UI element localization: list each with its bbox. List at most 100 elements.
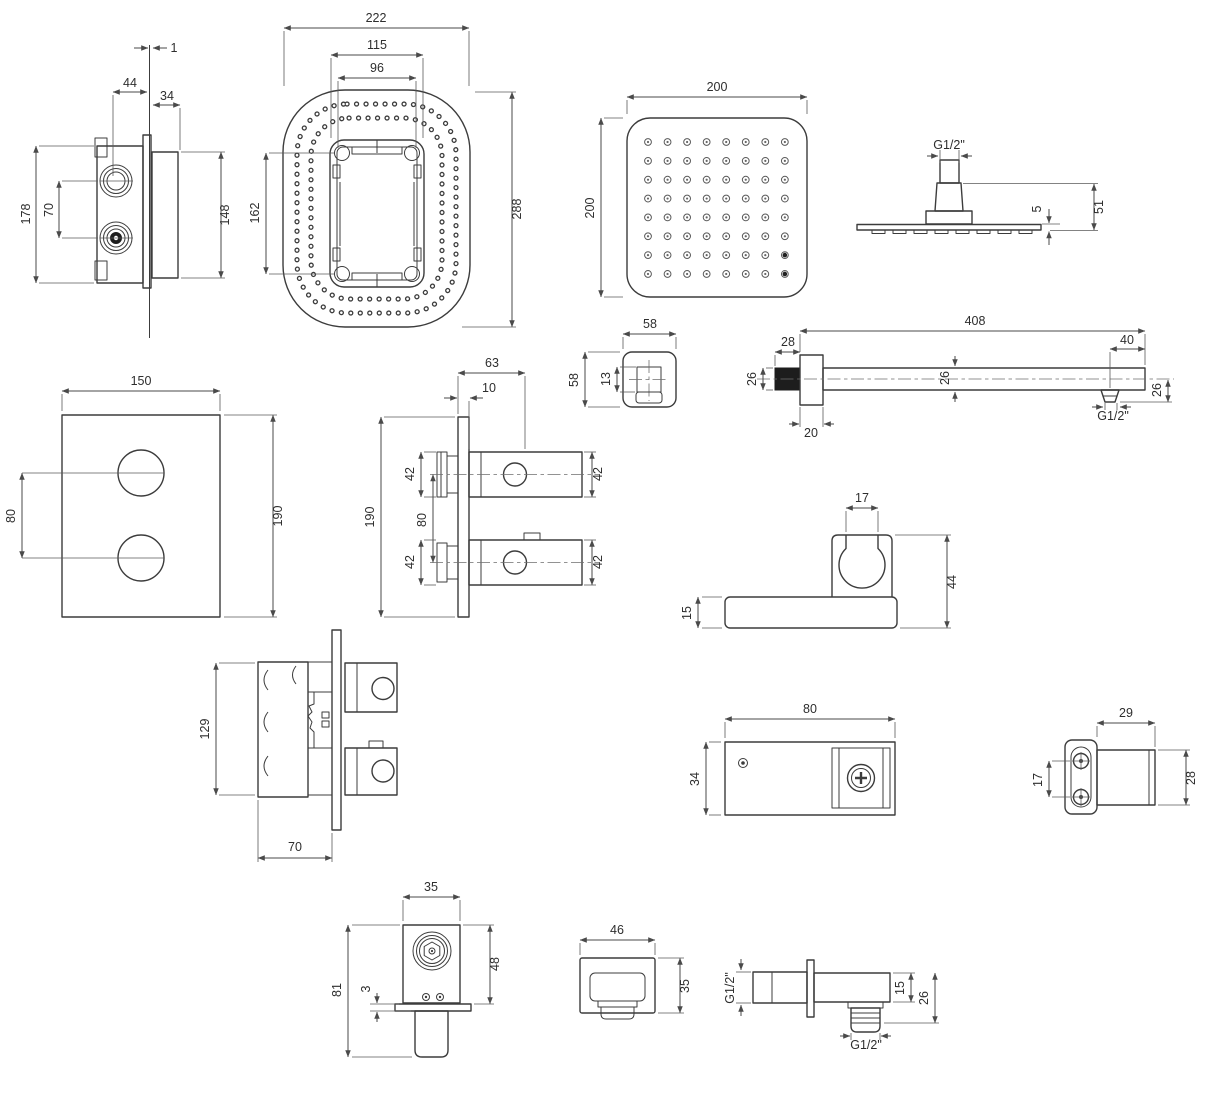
dim-overall-height: 178 bbox=[19, 204, 33, 225]
trim-side-plate bbox=[457, 416, 470, 618]
arm-outlet bbox=[1100, 389, 1120, 403]
dim-frame-width: 115 bbox=[367, 38, 387, 52]
dim-bracket-side-height: 28 bbox=[1184, 771, 1198, 785]
dim-trim-side-plate-thickness: 10 bbox=[482, 381, 496, 395]
dim-lower-handle-left: 42 bbox=[403, 555, 417, 569]
dim-body-height: 148 bbox=[218, 205, 232, 226]
shower-head-front-view: 200 200 bbox=[583, 80, 808, 298]
outlet-side-body bbox=[813, 972, 891, 1003]
dim-assembly-depth: 70 bbox=[288, 840, 302, 854]
dim-outlet-side-outlet-thread: G1/2" bbox=[850, 1038, 882, 1052]
dim-holder-height: 44 bbox=[945, 575, 959, 589]
dim-bracket-depth: 34 bbox=[688, 772, 702, 786]
wall-outlet-front-view: 46 35 bbox=[579, 923, 692, 1020]
dim-escutcheon-height: 58 bbox=[567, 373, 581, 387]
dim-thread-height: 26 bbox=[745, 372, 759, 386]
union-stem bbox=[414, 1010, 449, 1058]
trim-plate-outline bbox=[61, 414, 221, 618]
dim-outlet-side-body-height: 15 bbox=[893, 981, 907, 995]
dim-union-overall-height: 81 bbox=[330, 983, 344, 997]
nozzle-grid bbox=[644, 138, 789, 278]
dim-union-flange-thickness: 3 bbox=[359, 985, 373, 992]
holder-base bbox=[724, 596, 898, 629]
dim-union-width: 35 bbox=[424, 880, 438, 894]
mounting-frame bbox=[329, 139, 425, 288]
thread-nipple bbox=[939, 159, 960, 184]
dim-arm-outlet-thread: G1/2" bbox=[1097, 409, 1129, 423]
dim-outlet-side-overall-height: 26 bbox=[917, 991, 931, 1005]
dim-head-height: 200 bbox=[583, 198, 597, 219]
dim-handle-spacing-side: 80 bbox=[415, 513, 429, 527]
dim-connector-height: 51 bbox=[1092, 200, 1106, 214]
assembly-plate bbox=[331, 629, 342, 831]
escutcheon-front-view: 58 58 13 bbox=[567, 317, 677, 408]
bracket-top-outline bbox=[724, 741, 896, 816]
dim-bracket-side-depth: 29 bbox=[1119, 706, 1133, 720]
dim-upper-handle-right: 42 bbox=[591, 467, 605, 481]
dim-inlet-thread: G1/2" bbox=[723, 972, 737, 1004]
dim-wall-thickness: 1 bbox=[171, 41, 178, 55]
arm-wall-plate bbox=[799, 354, 824, 406]
dim-holder-slot-width: 17 bbox=[855, 491, 869, 505]
bracket-screw bbox=[846, 763, 876, 793]
dim-plate-thickness: 5 bbox=[1030, 205, 1044, 212]
assembly-lower-handle bbox=[344, 747, 398, 796]
dim-tube-height: 26 bbox=[938, 371, 952, 385]
dim-union-body-height: 48 bbox=[488, 957, 502, 971]
head-plate bbox=[856, 223, 1042, 231]
trim-plate-side-view: 63 10 190 42 80 42 42 42 bbox=[363, 356, 605, 618]
dim-arm-plate-depth: 20 bbox=[804, 426, 818, 440]
union-body bbox=[402, 924, 461, 1004]
dim-thread-length: 28 bbox=[781, 335, 795, 349]
dim-escutcheon-offset: 13 bbox=[599, 372, 613, 386]
valve-box-body bbox=[96, 145, 144, 284]
outlet-front-outline bbox=[579, 957, 656, 1014]
dim-trim-height: 190 bbox=[271, 506, 285, 527]
dim-plate-overall-width: 222 bbox=[366, 11, 387, 25]
bracket-top-view: 80 34 bbox=[688, 702, 896, 816]
dim-front-depth: 44 bbox=[123, 76, 137, 90]
dim-bracket-width: 80 bbox=[803, 702, 817, 716]
dim-outlet-drop: 26 bbox=[1150, 383, 1164, 397]
assembly-upper-handle bbox=[344, 662, 398, 713]
dim-escutcheon-width: 58 bbox=[643, 317, 657, 331]
dim-rear-depth: 34 bbox=[160, 89, 174, 103]
dim-head-thread: G1/2" bbox=[933, 138, 965, 152]
perforated-plate-view: 222 115 96 162 288 bbox=[248, 11, 524, 328]
outlet-side-plate bbox=[806, 959, 815, 1018]
dim-outlet-offset: 40 bbox=[1120, 333, 1134, 347]
wall-outlet-side-view: G1/2" 15 26 G1/2" bbox=[723, 959, 939, 1052]
dim-upper-handle-left: 42 bbox=[403, 467, 417, 481]
valve-assembly-side-view: 129 70 bbox=[198, 629, 398, 862]
handset-holder-view: 17 44 15 bbox=[680, 491, 959, 629]
outlet-side-inlet bbox=[752, 971, 808, 1004]
head-side-nozzle-bumps bbox=[871, 229, 1033, 234]
dim-plate-overall-height: 288 bbox=[510, 199, 524, 220]
valve-box-rear bbox=[151, 151, 179, 279]
dim-port-spacing: 70 bbox=[42, 203, 56, 217]
holder-clip bbox=[831, 534, 893, 597]
dim-assembly-height: 129 bbox=[198, 719, 212, 740]
assembly-body bbox=[257, 661, 309, 798]
dim-handle-spacing: 80 bbox=[4, 509, 18, 523]
dim-lower-handle-right: 42 bbox=[591, 555, 605, 569]
dim-hole-spacing: 17 bbox=[1031, 773, 1045, 787]
wall-union-front-view: 35 48 3 81 bbox=[330, 880, 502, 1058]
trim-plate-front-view: 150 190 80 bbox=[4, 374, 285, 618]
dim-outlet-front-width: 46 bbox=[610, 923, 624, 937]
dim-trim-side-height: 190 bbox=[363, 507, 377, 528]
dim-arm-length: 408 bbox=[965, 314, 986, 328]
dim-trim-width: 150 bbox=[131, 374, 152, 388]
outlet-side-thread bbox=[850, 1007, 881, 1033]
escutcheon-outline bbox=[622, 351, 677, 408]
shower-arm-view: 408 40 28 26 20 26 26 G1/2" bbox=[745, 314, 1174, 440]
head-face-outline bbox=[626, 117, 808, 298]
plate-outline bbox=[282, 89, 471, 328]
union-flange bbox=[394, 1003, 472, 1012]
dim-inner-width: 96 bbox=[370, 61, 384, 75]
dim-holder-base-height: 15 bbox=[680, 606, 694, 620]
dim-outlet-front-height: 35 bbox=[678, 979, 692, 993]
bracket-side-body bbox=[1096, 749, 1156, 806]
